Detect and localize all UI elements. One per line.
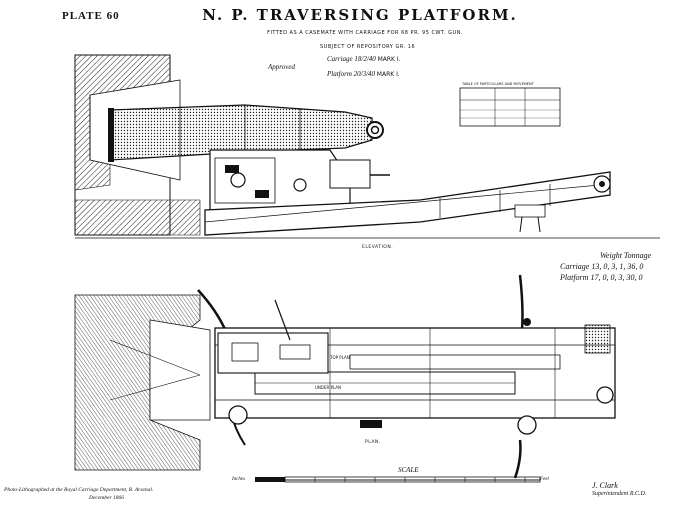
platform-approval-label: Platform [327,70,352,78]
carriage-approval-mark: MARK I. [377,56,401,63]
scale-title: SCALE [398,466,419,474]
plate-title: N. P. TRAVERSING PLATFORM. [202,6,518,24]
signature-title: Superintendent R.C.D. [592,491,647,497]
weight-row-carriage: Carriage 13, 0, 3, 1, 36, 0 [560,261,651,272]
authority-line: SUBJECT OF REPOSITORY GR. 16 [320,44,416,50]
scale-feet-label: Feet [540,477,549,482]
elevation-gun-barrel [108,104,384,162]
platform-approval-mark: MARK I. [376,71,400,78]
weight-row-platform: Platform 17, 0, 0, 3, 30, 0 [560,272,651,283]
elevation-carriage [209,149,390,211]
plate-number: PLATE 60 [62,10,120,22]
particulars-table [459,87,561,127]
credit-line: Photo-Lithographed at the Royal Carriage… [4,487,154,493]
top-plan-label: TOP PLAN [330,355,350,360]
platform-approval-text: 20/3/40 [353,70,376,78]
under-plan-label: UNDER PLAN [315,385,342,390]
weight-row-label: Carriage [560,262,590,271]
carriage-approval-label: Carriage [327,55,353,63]
elevation-view-label: ELEVATION. [362,245,394,250]
plan-view-label: PLAN. [365,440,381,445]
approved-label: Approved [268,63,295,71]
weight-row-value: 17, 0, 0, 3, 30, 0 [590,273,643,282]
credit-date: December 1866 [89,495,124,501]
platform-approval: Platform 20/3/40 MARK I. [327,70,400,78]
elevation-platform [204,171,611,236]
weight-row-value: 13, 0, 3, 1, 36, 0 [591,262,644,271]
carriage-approval: Carriage 18/2/40 MARK I. [327,55,401,63]
weight-table-header: Weight Tonnage [600,251,652,260]
weight-table: Weight Tonnage Carriage 13, 0, 3, 1, 36,… [560,250,651,283]
scale-inches-label: Inches [232,477,246,482]
plate-subtitle: FITTED AS A CASEMATE WITH CARRIAGE FOR 6… [267,30,463,36]
plan-casemate-wall [74,294,211,471]
scale-bar [255,476,541,483]
signature-name: J. Clark [592,481,618,490]
lithograph-credit: Photo-Lithographed at the Royal Carriage… [4,486,153,502]
particulars-table-title: TABLE OF PARTICULARS AND MOVEMENT [462,82,534,86]
carriage-approval-text: 18/2/40 [354,55,376,63]
weight-row-label: Platform [560,273,589,282]
plan-platform [214,299,616,435]
signature: J. Clark Superintendent R.C.D. [592,481,646,499]
